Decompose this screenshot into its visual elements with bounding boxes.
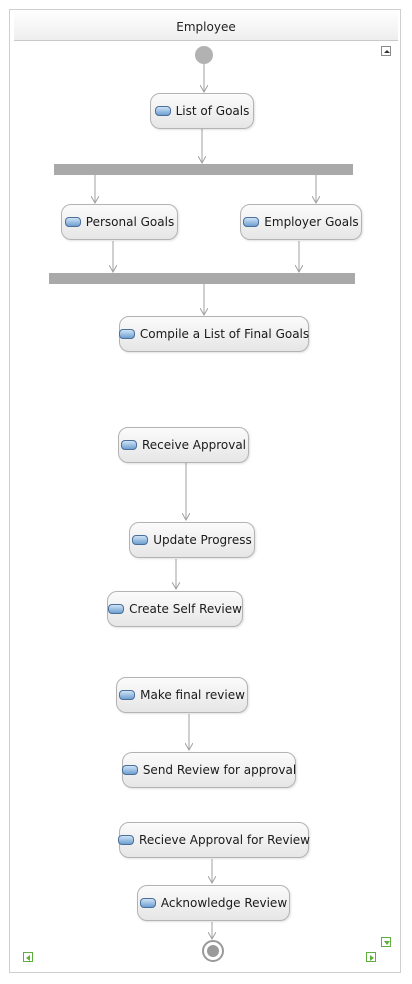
activity-icon — [118, 329, 135, 339]
activity-label: Personal Goals — [85, 215, 175, 229]
fork-bar[interactable] — [54, 164, 353, 175]
activity-icon — [121, 765, 138, 775]
activity-acknowledge-review[interactable]: Acknowledge Review — [137, 885, 290, 921]
activity-icon — [64, 217, 81, 227]
activity-employer-goals[interactable]: Employer Goals — [240, 204, 362, 240]
scroll-left-icon[interactable] — [23, 952, 33, 962]
activity-label: Recieve Approval for Review — [139, 833, 310, 847]
activity-icon — [120, 440, 137, 450]
activity-personal-goals[interactable]: Personal Goals — [61, 204, 178, 240]
scroll-right-icon[interactable] — [366, 952, 376, 962]
activity-create-self-review[interactable]: Create Self Review — [107, 591, 243, 627]
activity-label: Employer Goals — [264, 215, 359, 229]
scroll-down-icon[interactable] — [381, 937, 391, 947]
activity-icon — [108, 604, 125, 614]
activity-label: Make final review — [140, 688, 245, 702]
activity-icon — [132, 535, 149, 545]
activity-label: List of Goals — [175, 104, 250, 118]
activity-label: Compile a List of Final Goals — [139, 327, 310, 341]
activity-label: Create Self Review — [129, 602, 242, 616]
activity-label: Update Progress — [153, 533, 252, 547]
activity-label: Receive Approval — [141, 438, 247, 452]
initial-node[interactable] — [195, 46, 213, 64]
activity-icon — [118, 835, 135, 845]
activity-make-final-review[interactable]: Make final review — [116, 677, 248, 713]
swimlane-header — [14, 10, 398, 41]
activity-recieve-approval-for-review[interactable]: Recieve Approval for Review — [118, 822, 310, 858]
collapse-up-icon[interactable] — [381, 46, 391, 56]
activity-label: Send Review for approval — [142, 763, 297, 777]
activity-icon — [243, 217, 260, 227]
final-node[interactable] — [202, 940, 224, 962]
join-bar[interactable] — [49, 273, 355, 284]
activity-icon — [119, 690, 136, 700]
activity-icon — [154, 106, 171, 116]
final-node-dot — [207, 945, 219, 957]
activity-update-progress[interactable]: Update Progress — [129, 522, 255, 558]
activity-receive-approval[interactable]: Receive Approval — [118, 427, 249, 463]
activity-label: Acknowledge Review — [160, 896, 288, 910]
swimlane-title: Employee — [176, 20, 236, 34]
activity-icon — [139, 898, 156, 908]
activity-list-of-goals[interactable]: List of Goals — [150, 93, 254, 129]
activity-send-review-for-approval[interactable]: Send Review for approval — [121, 752, 297, 788]
activity-compile-final-goals[interactable]: Compile a List of Final Goals — [118, 316, 310, 352]
